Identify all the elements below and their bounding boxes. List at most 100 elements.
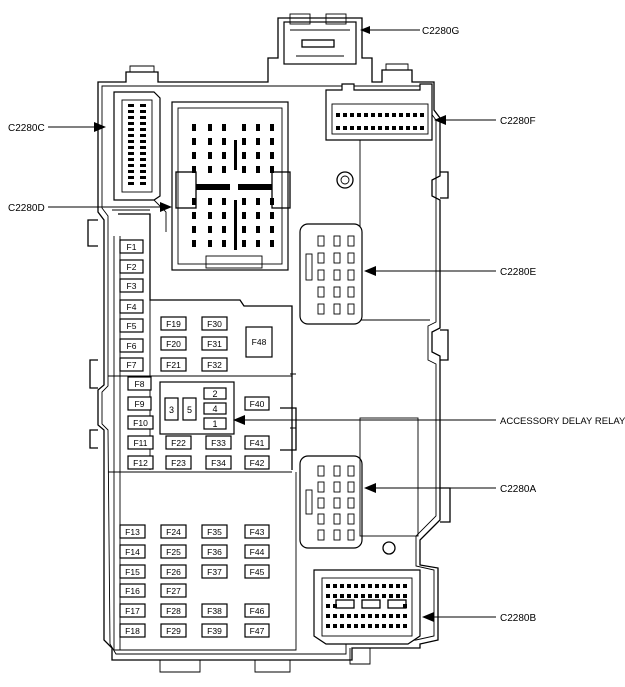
fuse-column-4: F40 F41 F42 F43 F44 F45 F46 F47 <box>244 396 270 638</box>
connector-pin <box>333 303 341 315</box>
connector-pin <box>317 481 325 493</box>
connector-pin <box>140 122 146 125</box>
fuse-label: F24 <box>166 527 181 537</box>
connector-pin <box>347 584 351 588</box>
connector-pin <box>256 226 260 233</box>
connector-pin <box>403 624 407 628</box>
connector-pin <box>128 122 134 125</box>
fuse-label: F23 <box>171 458 186 468</box>
connector-pin <box>389 584 393 588</box>
connector-pin <box>382 594 386 598</box>
connector-pin <box>399 126 403 130</box>
connector-pin <box>396 594 400 598</box>
fuse-label: F6 <box>127 341 137 351</box>
fuse-label: F26 <box>166 567 181 577</box>
fuse-label: F11 <box>133 438 147 448</box>
connector-pin <box>270 124 274 131</box>
connector-pin <box>270 226 274 233</box>
fuse-label: F10 <box>133 418 148 428</box>
connector-pin <box>317 529 325 541</box>
connector-pin <box>347 614 351 618</box>
connector-pin <box>371 126 375 130</box>
connector-pin <box>371 113 375 117</box>
connector-pin <box>192 198 196 205</box>
fuse-label: F43 <box>250 527 265 537</box>
connector-pin <box>420 113 424 117</box>
connector-pin <box>354 584 358 588</box>
connector-pin <box>140 146 146 149</box>
connector-pin <box>347 252 355 264</box>
relay-terminal-3 <box>164 397 179 421</box>
connector-pin <box>333 604 337 608</box>
connector-pin <box>128 110 134 113</box>
connector-pin <box>375 584 379 588</box>
connector-pin <box>333 529 341 541</box>
callout-labels: C2280G C2280F C2280C C2280D C2280E ACCES… <box>8 26 625 624</box>
connector-pin <box>357 113 361 117</box>
callout-lines <box>48 26 496 622</box>
connector-pin <box>375 614 379 618</box>
connector-pin <box>354 614 358 618</box>
connector-pin <box>140 158 146 161</box>
connector-pin <box>396 614 400 618</box>
connector-pin <box>270 198 274 205</box>
connector-pin <box>333 286 341 298</box>
connector-pin <box>128 146 134 149</box>
connector-pin <box>317 465 325 477</box>
connector-pin <box>140 128 146 131</box>
connector-pin <box>192 212 196 219</box>
connector-pin <box>128 128 134 131</box>
connector-pin <box>234 140 237 170</box>
connector-pin <box>361 624 365 628</box>
connector-pin <box>343 126 347 130</box>
connector-pin <box>326 614 330 618</box>
connector-pin <box>128 170 134 173</box>
fuse-label: F29 <box>166 626 181 636</box>
connector-pin <box>340 624 344 628</box>
connector-c2280a <box>299 417 419 549</box>
fuse-label: F3 <box>127 281 137 291</box>
connector-pin <box>208 152 212 159</box>
fuse-label: F15 <box>125 567 140 577</box>
fuse-label: F40 <box>250 399 265 409</box>
connector-pin <box>256 212 260 219</box>
connector-pin <box>326 594 330 598</box>
relay-terminal-2 <box>203 387 227 400</box>
connector-pin <box>242 212 246 219</box>
connector-pin <box>192 166 196 173</box>
fuse-label: F37 <box>207 567 222 577</box>
label-c2280c: C2280C <box>8 123 45 134</box>
connector-pin <box>347 303 355 315</box>
connector-pin <box>350 126 354 130</box>
connector-pin <box>256 240 260 247</box>
fuse-label: F47 <box>250 626 265 636</box>
connector-pin <box>392 126 396 130</box>
connector-pin <box>357 126 361 130</box>
connector-pin <box>389 594 393 598</box>
connector-pin <box>192 152 196 159</box>
fuse-f48: F48 <box>245 326 273 358</box>
fuse-label: F12 <box>133 458 148 468</box>
relay-terminal-5 <box>182 397 197 421</box>
connector-pin <box>340 614 344 618</box>
fuse-column-1: F1 F2 F3 F4 F5 F6 F7 F8 F9 F10 F11 F12 F… <box>119 239 154 638</box>
connector-pin <box>242 124 246 131</box>
connector-pin <box>317 269 325 281</box>
connector-c2280g <box>283 13 357 65</box>
connector-pin <box>242 138 246 145</box>
connector-pin <box>378 126 382 130</box>
connector-pin <box>222 212 226 219</box>
connector-pin <box>347 513 355 525</box>
fuse-label: F39 <box>207 626 222 636</box>
connector-pin <box>140 164 146 167</box>
connector-pin <box>317 497 325 509</box>
fuse-label: F4 <box>127 302 137 312</box>
fuse-label: F35 <box>207 527 222 537</box>
connector-pin <box>192 138 196 145</box>
connector-pin <box>364 113 368 117</box>
connector-pin <box>140 110 146 113</box>
connector-c2280f <box>325 83 433 321</box>
connector-pin <box>343 113 347 117</box>
connector-pin <box>317 252 325 264</box>
